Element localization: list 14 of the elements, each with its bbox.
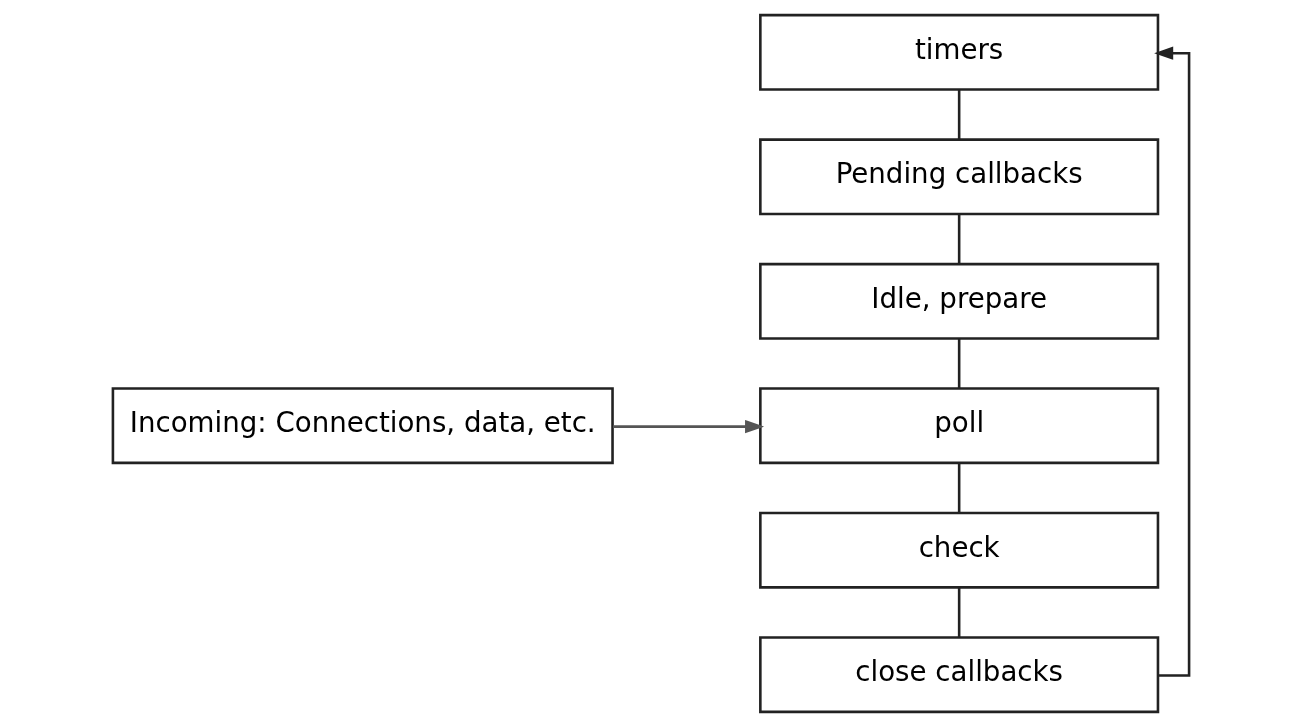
node-box: timers [759, 13, 1160, 91]
node-box: close callbacks [759, 636, 1160, 714]
connector [957, 587, 961, 638]
node-box: Idle, prepare [759, 262, 1160, 340]
connector [957, 89, 961, 140]
arrow [1154, 46, 1191, 677]
node-box: Incoming: Connections, data, etc. [111, 387, 614, 465]
connector [957, 214, 961, 264]
node-box: check [759, 511, 1160, 589]
connector [957, 338, 961, 389]
arrow [613, 419, 765, 434]
node-box: poll [759, 387, 1160, 465]
connector [957, 463, 961, 513]
node-box: Pending callbacks [759, 138, 1160, 216]
